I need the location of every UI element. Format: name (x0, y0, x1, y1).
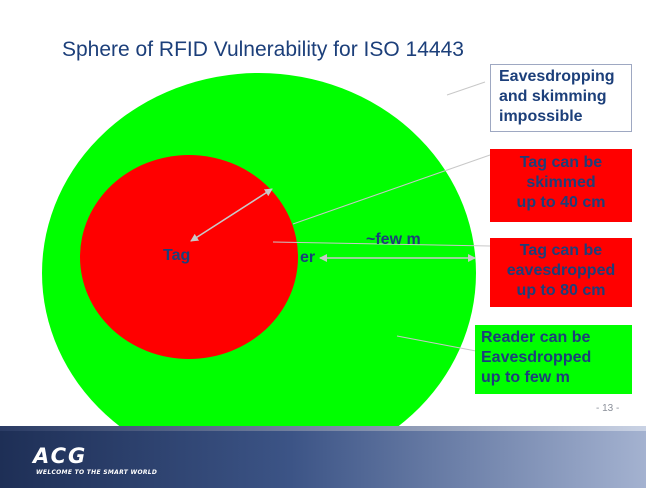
callout-reader-eavesdropped: Reader can be Eavesdropped up to few m (475, 325, 632, 394)
callout-eavesdrop-skim-impossible: Eavesdropping and skimming impossible (490, 64, 632, 132)
outer-sphere-eavesdrop-reader (42, 73, 476, 473)
slide-title: Sphere of RFID Vulnerability for ISO 144… (62, 38, 464, 61)
reader-label-partial: er (300, 249, 316, 266)
page-number: - 13 - (596, 403, 620, 414)
footer-stripe (0, 426, 646, 431)
pointer-line-skim (292, 154, 491, 225)
callout-tag-eavesdropped: Tag can be eavesdropped up to 80 cm (490, 238, 632, 307)
pointer-line-eavesdrop-reader (396, 335, 477, 352)
acg-logo: ACG (33, 444, 88, 468)
radius-arrow (190, 188, 273, 242)
tag-label: Tag (163, 247, 191, 264)
callout-tag-skimmed: Tag can be skimmed up to 40 cm (490, 149, 632, 222)
distance-label: ~few m (366, 231, 421, 248)
pointer-line-outside (446, 81, 486, 96)
logo-tagline: WELCOME TO THE SMART WORLD (36, 469, 158, 476)
footer-bar (0, 426, 646, 488)
